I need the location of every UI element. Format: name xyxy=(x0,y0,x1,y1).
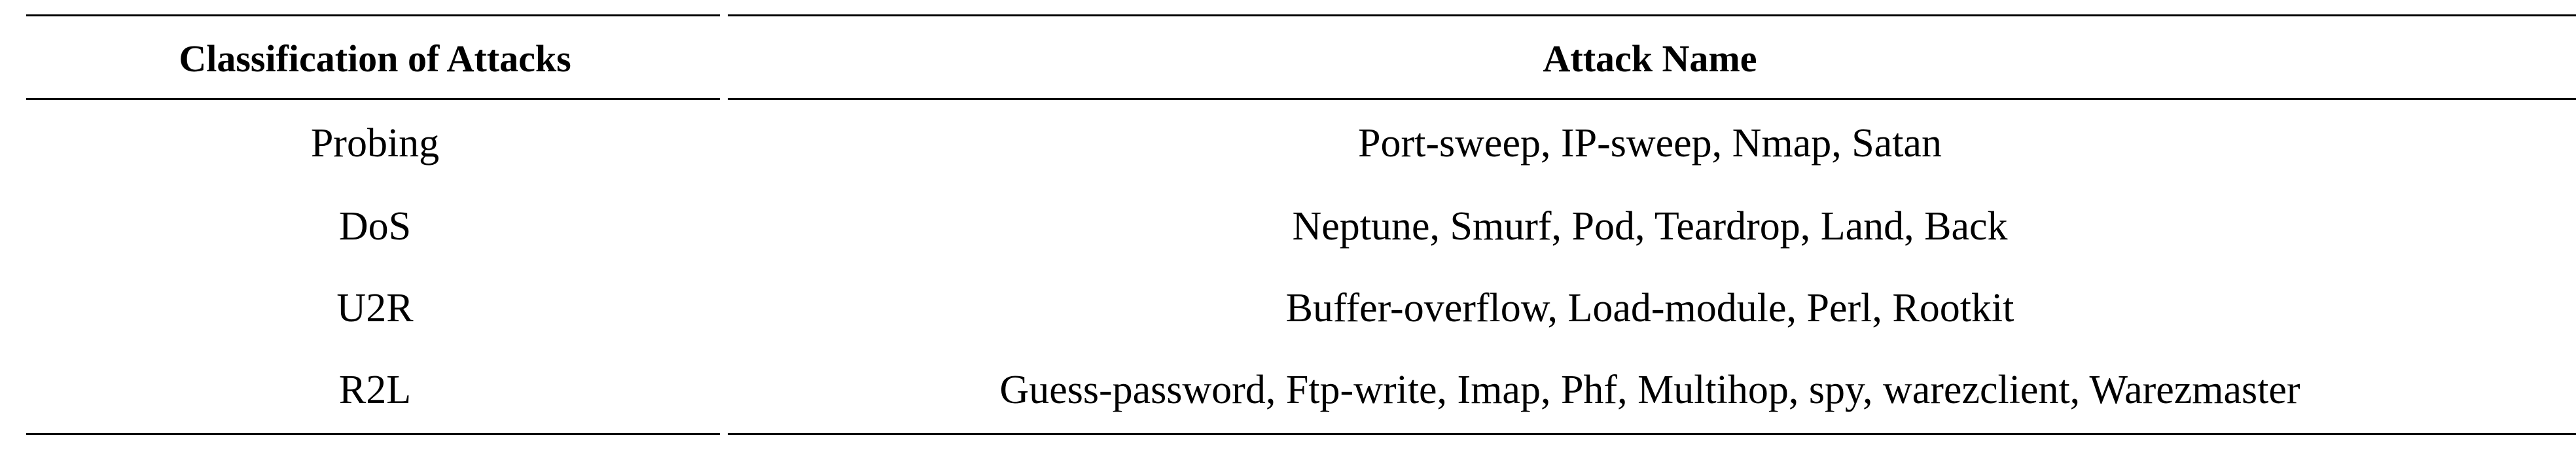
header-attack-name: Attack Name xyxy=(1543,37,1757,80)
cell-attack-names: Port-sweep, IP-sweep, Nmap, Satan xyxy=(1358,120,1942,166)
cell-classification: U2R xyxy=(336,285,414,330)
header-classification: Classification of Attacks xyxy=(179,37,571,80)
table-header-rule xyxy=(26,98,2576,100)
rule-gap xyxy=(720,98,728,100)
rule-gap xyxy=(720,433,728,435)
cell-attack-names: Neptune, Smurf, Pod, Teardrop, Land, Bac… xyxy=(1292,203,2008,249)
cell-classification: DoS xyxy=(338,203,412,249)
table-row: DoS Neptune, Smurf, Pod, Teardrop, Land,… xyxy=(26,185,2576,268)
cell-classification: R2L xyxy=(338,367,412,412)
cell-attack-names: Buffer-overflow, Load-module, Perl, Root… xyxy=(1285,285,2014,330)
table-top-rule xyxy=(26,14,2576,16)
cell-attack-names: Guess-password, Ftp-write, Imap, Phf, Mu… xyxy=(999,367,2300,412)
table-bottom-rule xyxy=(26,433,2576,435)
table-row: U2R Buffer-overflow, Load-module, Perl, … xyxy=(26,267,2576,349)
table-row: R2L Guess-password, Ftp-write, Imap, Phf… xyxy=(26,349,2576,431)
table-row: Probing Port-sweep, IP-sweep, Nmap, Sata… xyxy=(26,102,2576,185)
cell-classification: Probing xyxy=(310,120,440,166)
table-header-row: Classification of Attacks Attack Name xyxy=(26,18,2576,98)
rule-gap xyxy=(720,14,728,16)
